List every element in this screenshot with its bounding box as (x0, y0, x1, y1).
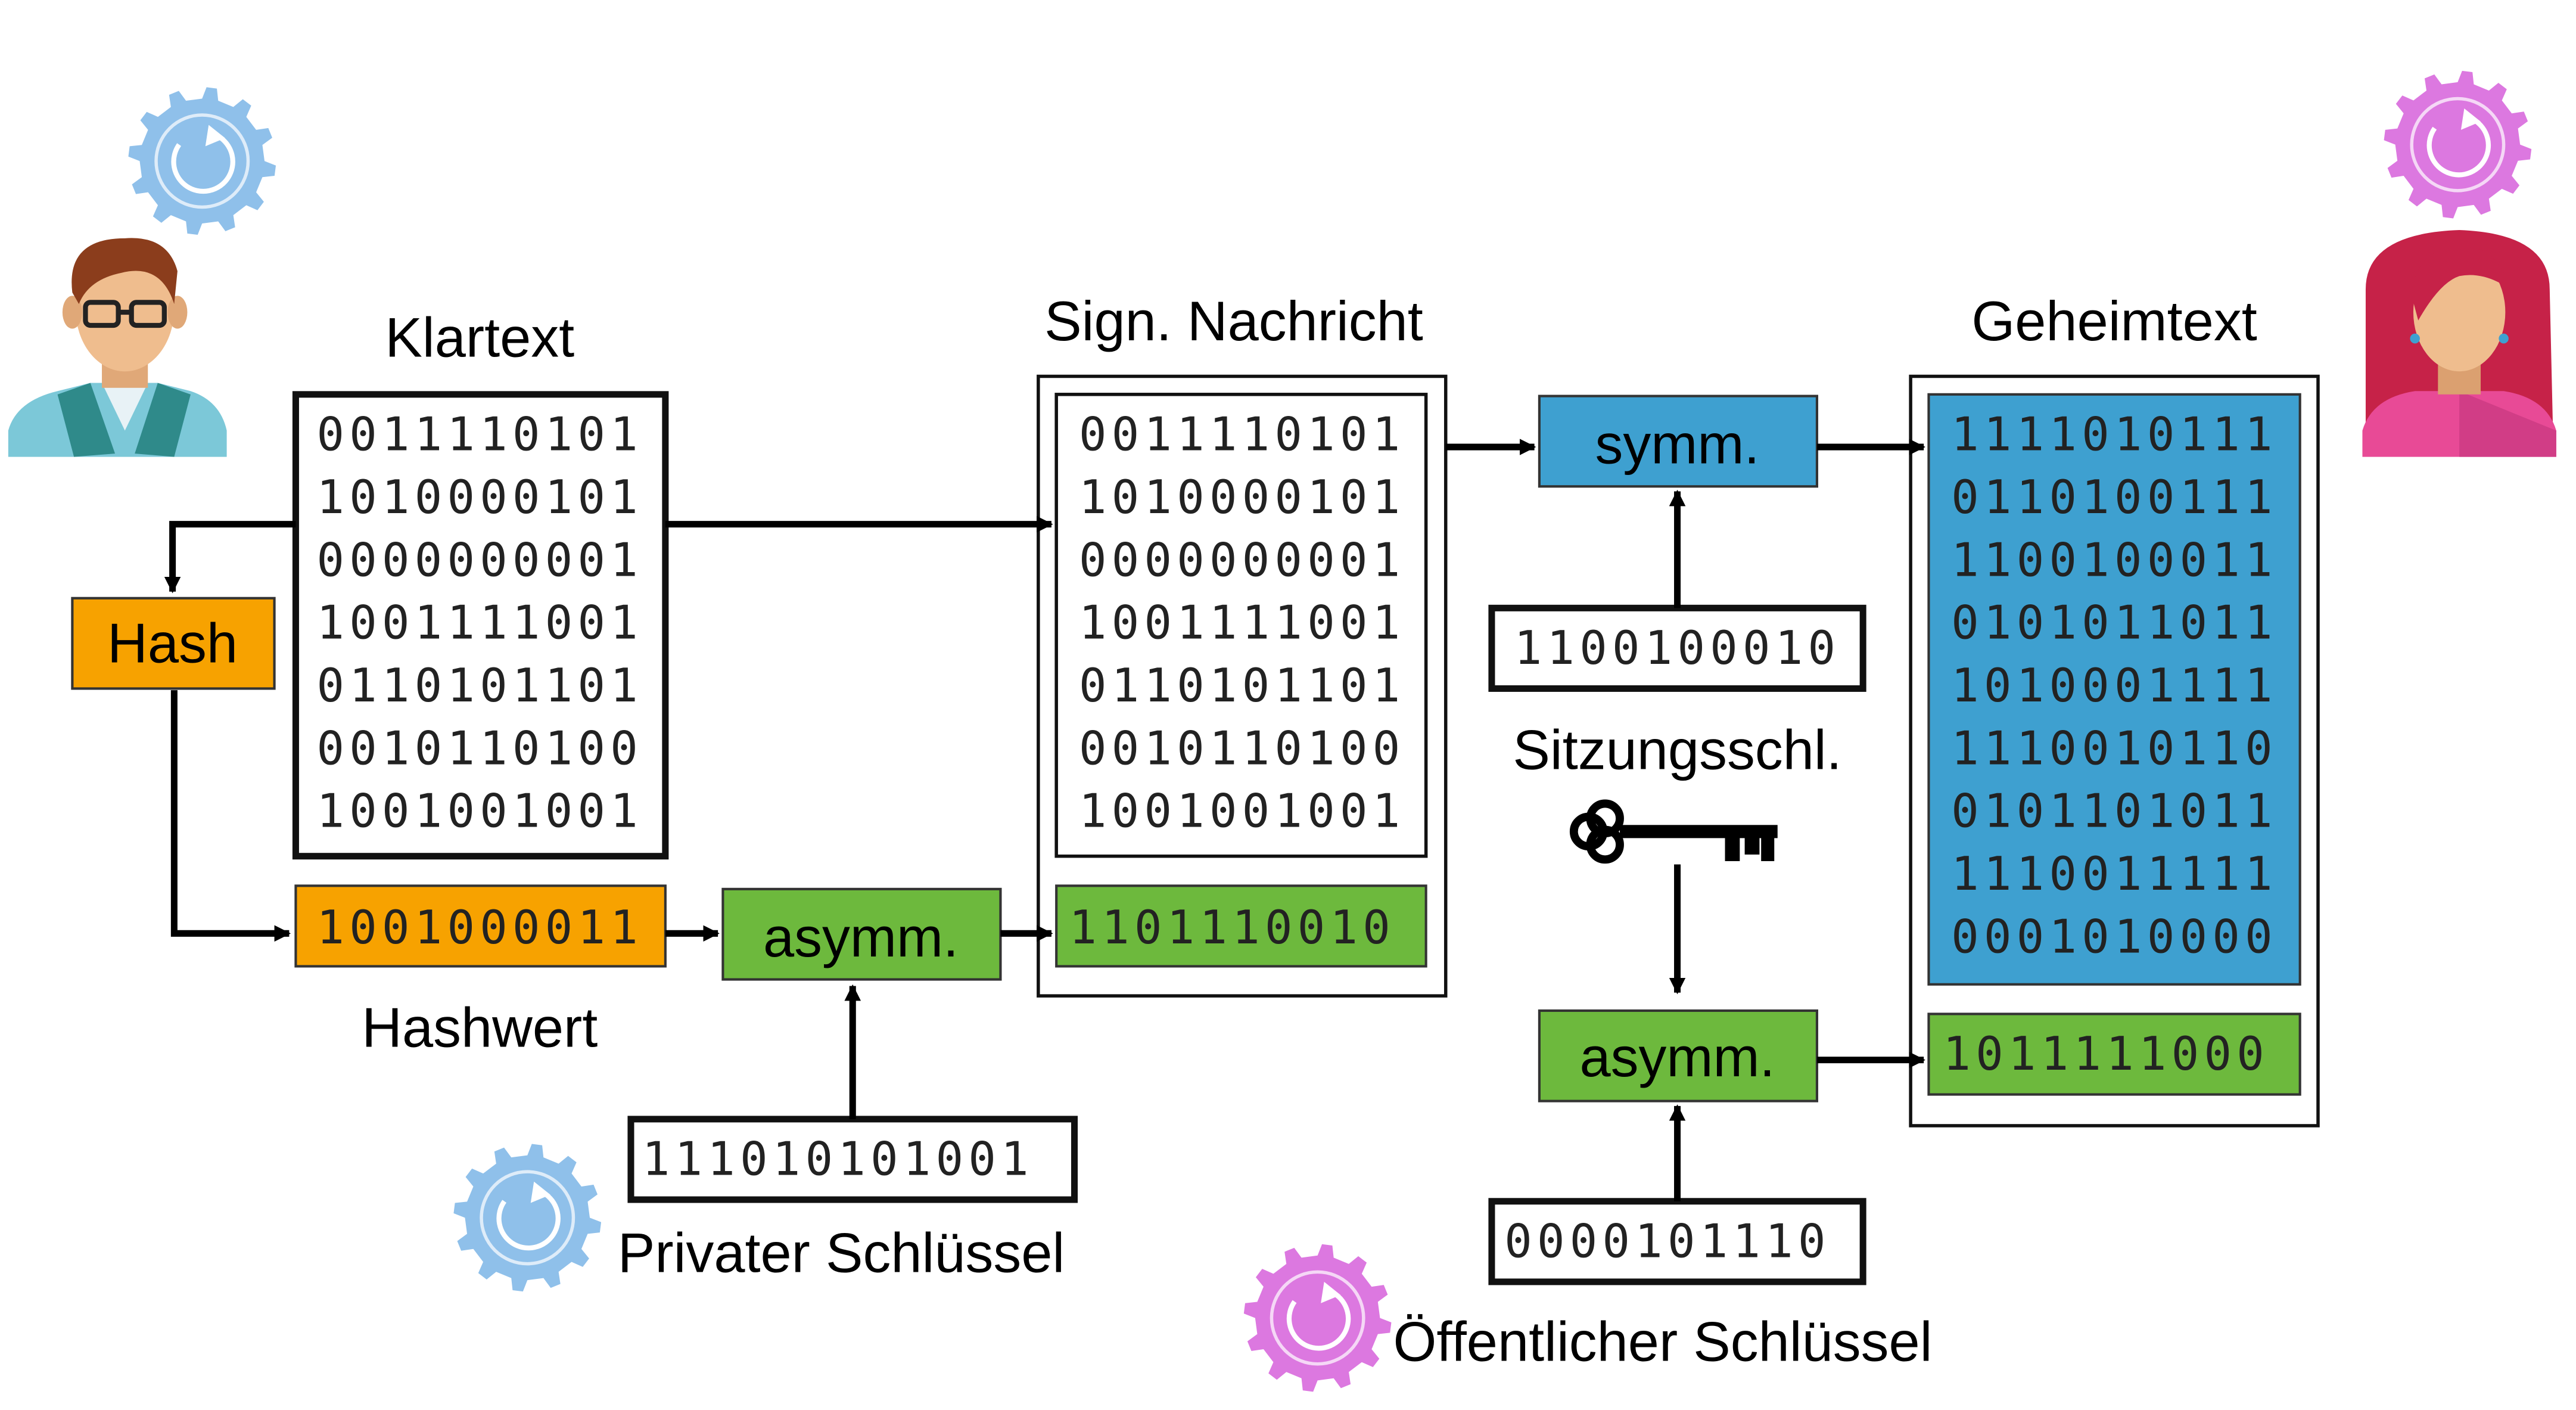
signed-bit-line: 0011110101 (1079, 408, 1405, 462)
pink-gear-icon (2384, 70, 2532, 219)
private-key-gear-icon (453, 1144, 602, 1292)
key-icon (1569, 799, 1778, 864)
encrypted-session-key-box (1927, 1013, 2301, 1096)
klartext-bit-line: 0000000001 (317, 533, 643, 587)
symm-label: symm. (1595, 413, 1760, 476)
geheimtext-bits: 1111010111 0110100111 1100100011 0101011011… (1951, 408, 2278, 964)
geheimtext-bit-line: 1110011111 (1951, 847, 2278, 901)
geheimtext-bit-line: 0001010000 (1951, 910, 2278, 964)
signed-message-inner (1054, 393, 1428, 858)
public-key-value: 0000101110 (1504, 1215, 1831, 1269)
geheimtext-inner (1927, 393, 2301, 986)
klartext-bit-line: 0011110101 (317, 408, 643, 462)
session-key-box (1488, 604, 1866, 692)
geheimtext-bit-line: 1010001111 (1951, 659, 2278, 713)
arrow-klartext-to-hash (164, 521, 296, 594)
klartext-bit-line: 1001001001 (317, 785, 643, 838)
geheimtext-label: Geheimtext (1971, 290, 2257, 352)
encrypted-session-key-value: 1011111000 (1943, 1027, 2270, 1081)
blue-gear-icon (128, 87, 276, 235)
man-avatar-icon (8, 238, 227, 457)
klartext-bit-line: 1001111001 (317, 597, 643, 650)
public-key-label: Öffentlicher Schlüssel (1393, 1310, 1932, 1372)
asymm-encrypt-label: asymm. (1579, 1026, 1775, 1088)
arrow-hash-to-hashwert (170, 690, 291, 942)
signed-bit-line: 1001001001 (1079, 785, 1405, 838)
public-key-gear-icon (1243, 1244, 1392, 1392)
hashwert-label: Hashwert (362, 996, 598, 1059)
geheimtext-bit-line: 0101101011 (1951, 785, 2278, 838)
geheimtext-bit-line: 1110010110 (1951, 722, 2278, 775)
hash-label: Hash (107, 611, 238, 674)
klartext-bit-line: 1010000101 (317, 471, 643, 524)
signed-bit-line: 0010110100 (1079, 722, 1405, 775)
geheimtext-bit-line: 1111010111 (1951, 408, 2278, 462)
sitzungsschl-label: Sitzungsschl. (1513, 719, 1841, 781)
connectors (164, 439, 1925, 1201)
hash-box (71, 597, 276, 690)
woman-avatar-icon (2362, 230, 2556, 457)
signature-box (1055, 884, 1427, 968)
klartext-box (292, 391, 669, 860)
klartext-label: Klartext (385, 306, 574, 368)
klartext-bit-line: 0010110100 (317, 722, 643, 775)
private-key-box (627, 1116, 1078, 1203)
asymm-sign-label: asymm. (763, 906, 959, 968)
hashwert-box (294, 884, 667, 968)
signature-value: 1101110010 (1069, 901, 1395, 955)
symm-box (1538, 395, 1819, 488)
private-key-label: Privater Schlüssel (618, 1221, 1065, 1284)
klartext-bits: 0011110101 1010000101 0000000001 1001111001… (317, 408, 643, 838)
signed-bits: 0011110101 1010000101 0000000001 1001111001… (1079, 408, 1405, 838)
signed-bit-line: 1010000101 (1079, 471, 1405, 524)
signed-bit-line: 0110101101 (1079, 659, 1405, 713)
klartext-bit-line: 0110101101 (317, 659, 643, 713)
private-key-value: 111010101001 (642, 1133, 1034, 1187)
geheimtext-bit-line: 0110100111 (1951, 471, 2278, 524)
asymm-encrypt-box (1538, 1009, 1819, 1102)
geheimtext-bit-line: 0101011011 (1951, 597, 2278, 650)
session-key-value: 1100100010 (1514, 622, 1841, 675)
hashwert-value: 1001000011 (317, 901, 643, 955)
signed-bit-line: 0000000001 (1079, 533, 1405, 587)
signed-bit-line: 1001111001 (1079, 597, 1405, 650)
geheimtext-bit-line: 1100100011 (1951, 533, 2278, 587)
sign-nachricht-label: Sign. Nachricht (1044, 290, 1423, 352)
